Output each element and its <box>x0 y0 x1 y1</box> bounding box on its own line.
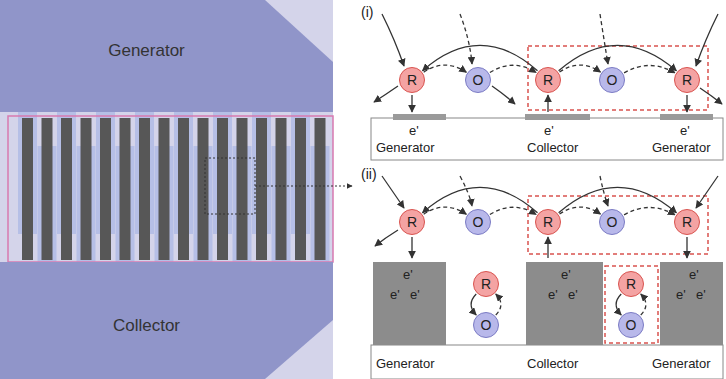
species-circle: O <box>465 209 491 235</box>
diffusion-arrow <box>616 294 621 315</box>
text-label: e' <box>676 288 686 301</box>
species-circle: O <box>599 209 625 235</box>
species-circle: R <box>399 67 425 93</box>
text-label: e' <box>409 124 419 137</box>
diffusion-arrow <box>424 65 467 72</box>
species-circle: O <box>618 312 644 338</box>
species-circle: R <box>618 271 644 297</box>
panel-label: (i) <box>361 5 373 19</box>
species-circle: R <box>399 209 425 235</box>
text-label: e' <box>689 268 699 281</box>
species-label: R <box>543 72 553 88</box>
diffusion-arrow <box>624 207 675 214</box>
pad-label: Collector <box>113 316 180 336</box>
species-circle: R <box>535 67 561 93</box>
text-label: e' <box>568 288 578 301</box>
species-circle: R <box>535 209 561 235</box>
species-label: R <box>626 276 636 292</box>
diffusion-arrow <box>559 45 677 70</box>
text-label: e' <box>561 268 571 281</box>
species-circle: R <box>674 209 700 235</box>
pad-label: Generator <box>108 41 185 61</box>
text-label: e' <box>390 288 400 301</box>
diffusion-arrow <box>560 207 601 214</box>
text-label: e' <box>548 288 558 301</box>
text-label: Generator <box>652 141 711 154</box>
diffusion-arrow <box>424 207 467 214</box>
diffusion-arrow <box>560 65 601 72</box>
diffusion-arrow <box>490 207 536 214</box>
electrode-pad: Generator <box>0 0 333 112</box>
species-label: R <box>543 214 553 230</box>
species-label: O <box>607 72 618 88</box>
species-circle: O <box>599 67 625 93</box>
panel-label: (ii) <box>361 167 377 181</box>
text-label: Collector <box>527 141 578 154</box>
diffusion-arrow <box>641 294 646 315</box>
text-label: Collector <box>527 357 578 370</box>
text-label: e' <box>410 288 420 301</box>
species-circle: O <box>473 312 499 338</box>
species-circle: O <box>465 67 491 93</box>
diffusion-arrow <box>490 65 536 72</box>
text-label: e' <box>696 288 706 301</box>
species-circle: R <box>674 67 700 93</box>
text-label: e' <box>680 124 690 137</box>
diffusion-arrow <box>624 65 675 72</box>
diffusion-arrow <box>496 294 501 315</box>
species-circle: R <box>473 271 499 297</box>
species-label: R <box>407 72 417 88</box>
text-label: Generator <box>376 141 435 154</box>
species-label: O <box>473 72 484 88</box>
species-label: O <box>607 214 618 230</box>
text-label: Generator <box>652 357 711 370</box>
species-label: R <box>481 276 491 292</box>
electrode-pad: Collector <box>0 262 333 379</box>
text-label: e' <box>544 124 554 137</box>
species-label: R <box>682 214 692 230</box>
text-label: Generator <box>376 357 435 370</box>
species-label: O <box>626 317 637 333</box>
species-label: O <box>481 317 492 333</box>
species-label: O <box>473 214 484 230</box>
text-label: e' <box>403 268 413 281</box>
species-label: R <box>407 214 417 230</box>
diffusion-arrow <box>559 187 677 212</box>
species-label: R <box>682 72 692 88</box>
diffusion-arrow <box>471 294 476 315</box>
